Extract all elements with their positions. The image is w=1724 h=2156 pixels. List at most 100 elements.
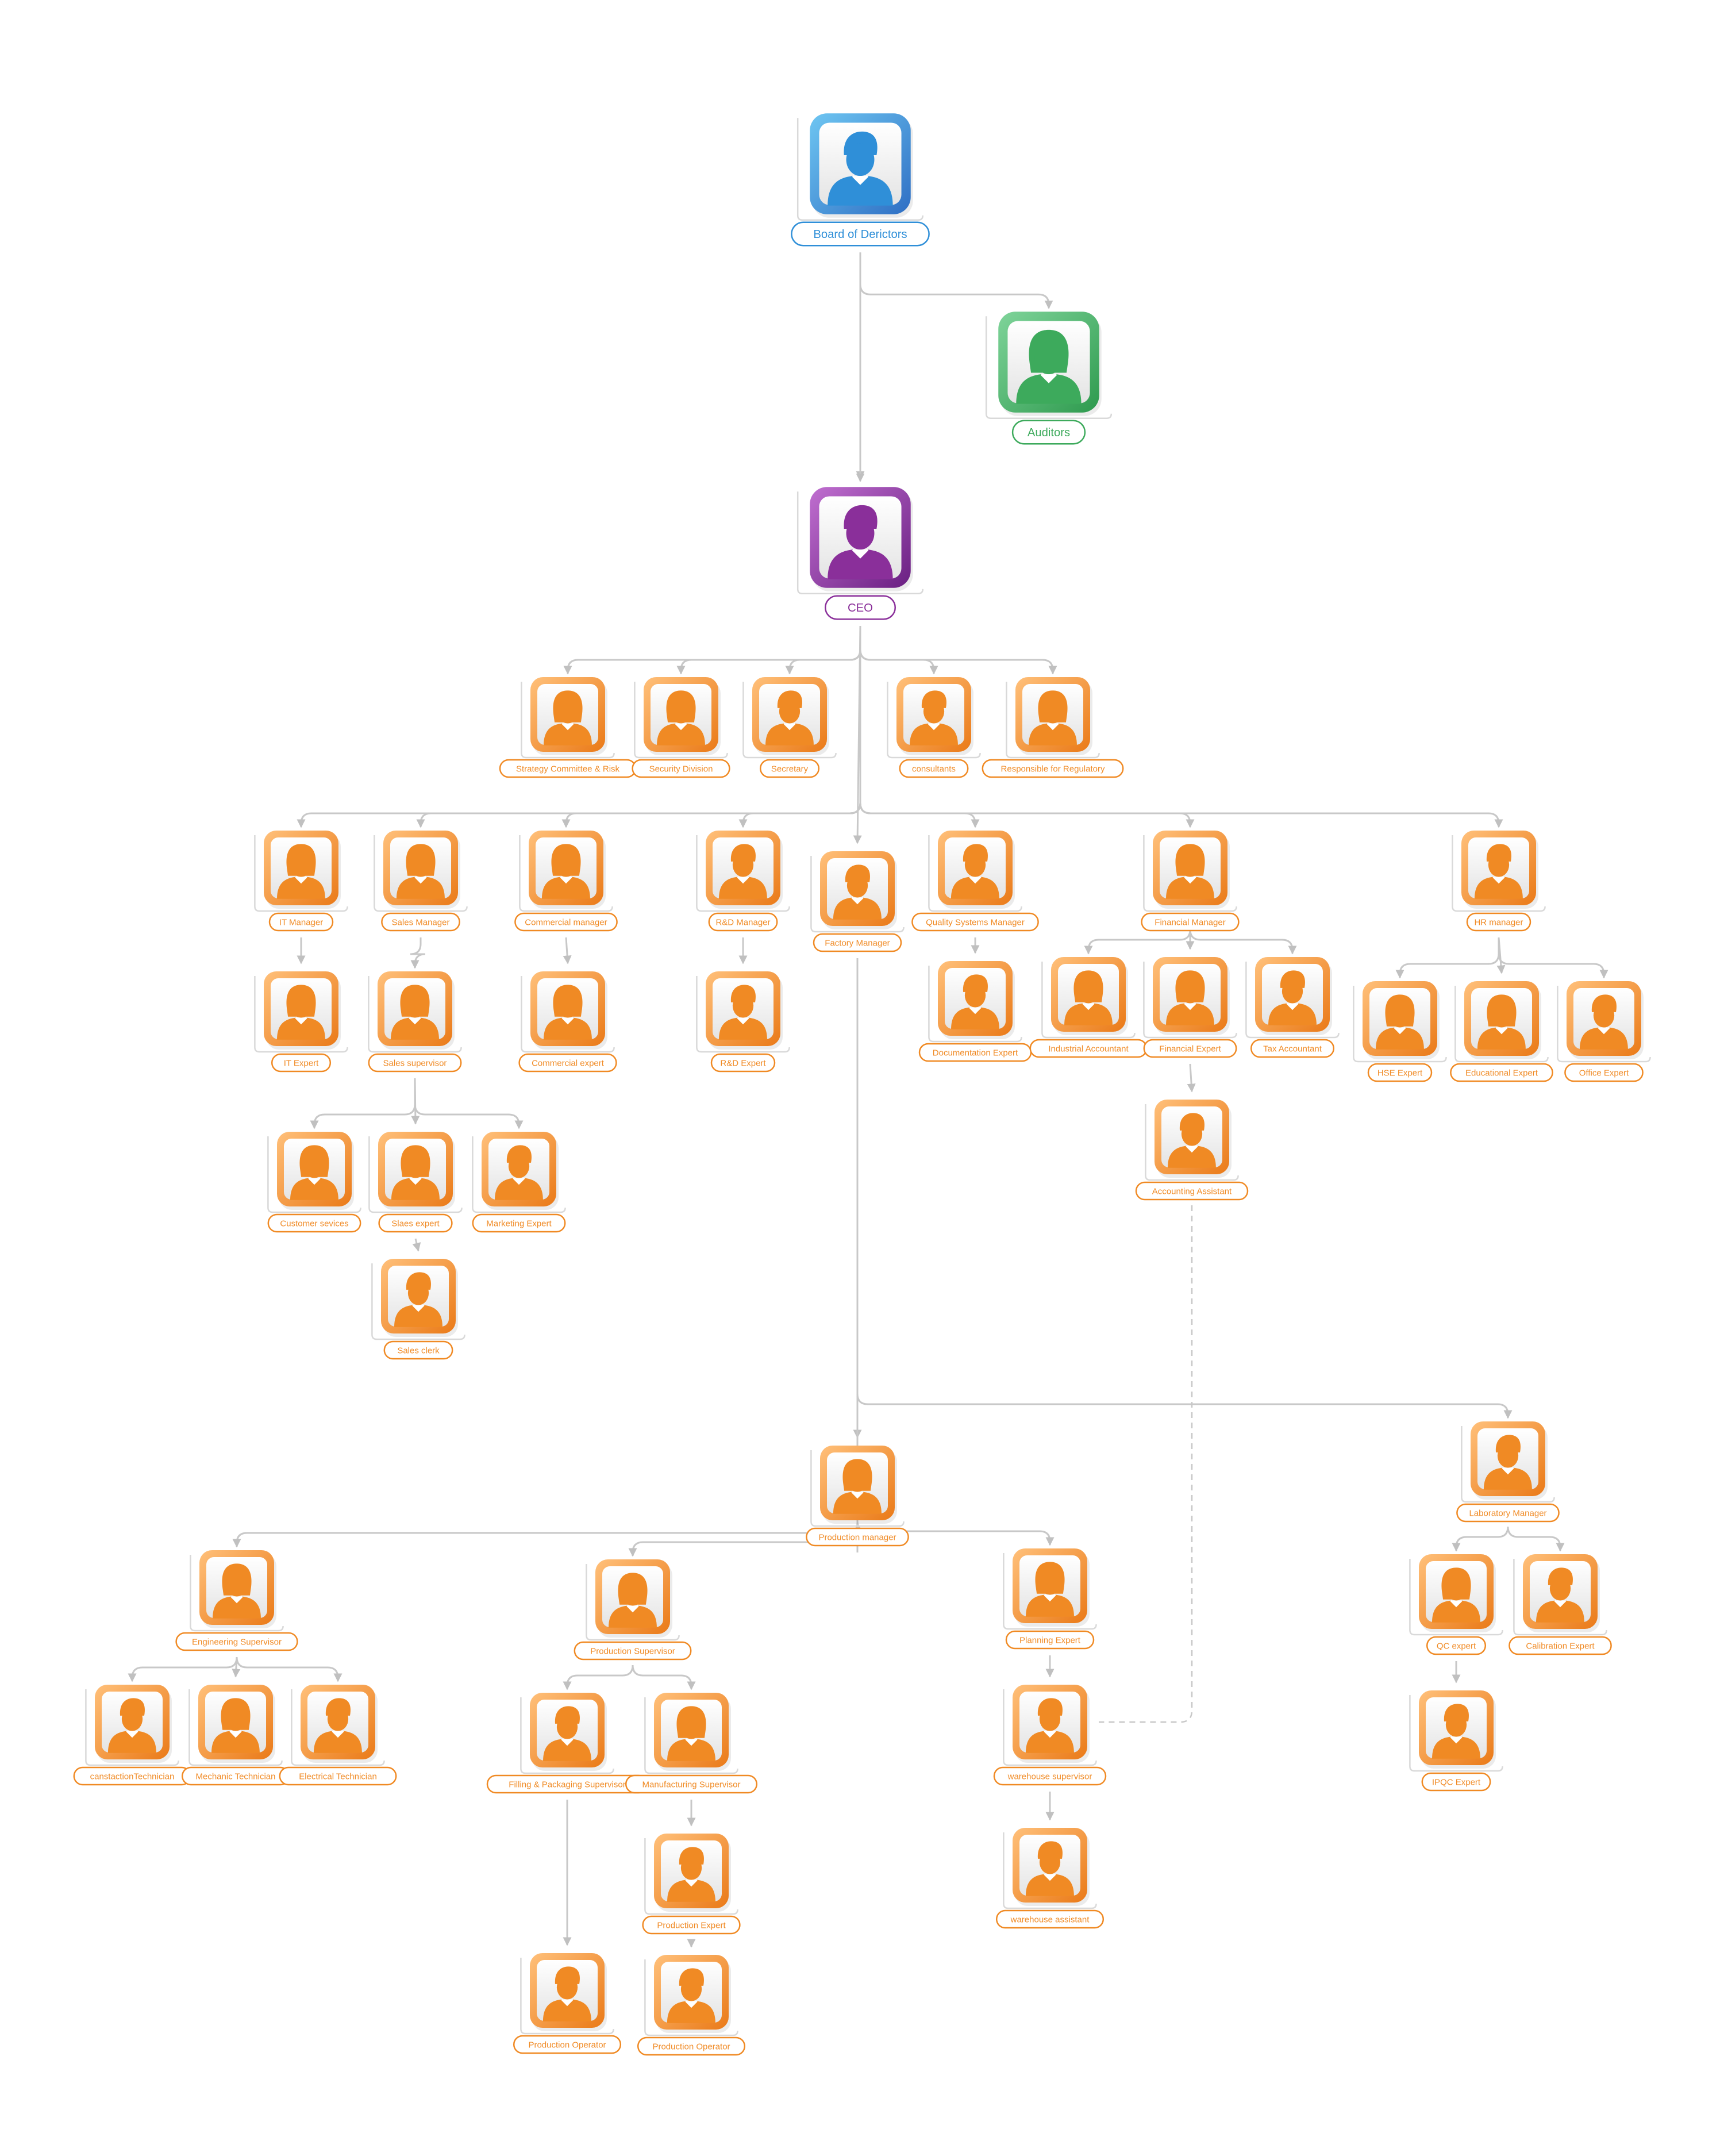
node-label-pill — [993, 1766, 1107, 1786]
node-laboratory-manager[interactable]: Laboratory Manager — [1456, 1421, 1560, 1523]
node-label-pill — [1426, 1636, 1487, 1655]
node-office-expert[interactable]: Office Expert — [1557, 981, 1651, 1082]
node-ipqc-expert[interactable]: IPQC Expert — [1409, 1690, 1503, 1792]
node-engineering-supervisor[interactable]: Engineering Supervisor — [175, 1550, 298, 1651]
node-factory-manager[interactable]: Factory Manager — [810, 851, 905, 952]
node-sales-supervisor[interactable]: Sales supervisor — [368, 971, 462, 1073]
node-commercial-expert[interactable]: Commercial expert — [518, 971, 617, 1073]
node-warehouse-supervisor[interactable]: warehouse supervisor — [993, 1685, 1107, 1786]
node-label-pill — [271, 1053, 332, 1073]
node-label: Board of Derictors — [813, 228, 907, 241]
node-regulatory[interactable]: Responsible for Regulatory — [982, 677, 1124, 778]
connector-board-to-auditors — [859, 252, 1053, 309]
node-label: QC expert — [1437, 1641, 1476, 1651]
node-hse-expert[interactable]: HSE Expert — [1353, 981, 1447, 1082]
node-electrical-technician[interactable]: Electrical Technician — [279, 1685, 397, 1786]
node-auditors[interactable]: Auditors — [985, 312, 1113, 445]
node-ceo[interactable]: CEO — [796, 487, 924, 620]
node-sales-manager[interactable]: Sales Manager — [374, 831, 468, 932]
node-tax-accountant[interactable]: Tax Accountant — [1245, 957, 1340, 1058]
node-label: consultants — [912, 764, 956, 774]
node-planning-expert[interactable]: Planning Expert — [1003, 1548, 1097, 1650]
person-icon — [1026, 1841, 1074, 1896]
node-accounting-assistant[interactable]: Accounting Assistant — [1135, 1100, 1249, 1201]
node-secretary[interactable]: Secretary — [742, 677, 837, 778]
node-strategy[interactable]: Strategy Committee & Risk — [499, 677, 637, 778]
node-production-supervisor[interactable]: Production Supervisor — [574, 1559, 692, 1661]
node-label: Manufacturing Supervisor — [642, 1780, 741, 1789]
node-production-operator-1[interactable]: Production Operator — [513, 1953, 622, 2054]
node-sales-clerk[interactable]: Sales clerk — [371, 1259, 465, 1360]
node-manufacturing-supervisor[interactable]: Manufacturing Supervisor — [625, 1693, 758, 1794]
node-label: Marketing Expert — [486, 1219, 552, 1228]
node-label-pill — [1421, 1772, 1491, 1792]
person-icon — [765, 690, 814, 745]
node-warehouse-assistant[interactable]: warehouse assistant — [995, 1828, 1105, 1929]
node-financial-manager[interactable]: Financial Manager — [1141, 831, 1240, 932]
person-icon — [1168, 1113, 1216, 1168]
node-production-expert[interactable]: Production Expert — [642, 1834, 741, 1935]
node-documentation-expert[interactable]: Documentation Expert — [918, 961, 1032, 1062]
node-mechanic-technician[interactable]: Mechanic Technician — [181, 1685, 290, 1786]
node-marketing-expert[interactable]: Marketing Expert — [472, 1132, 566, 1233]
node-qs-manager[interactable]: Quality Systems Manager — [911, 831, 1039, 932]
node-industrial-accountant[interactable]: Industrial Accountant — [1029, 957, 1148, 1058]
connector-ceo-to-security — [676, 626, 861, 675]
node-label: Laboratory Manager — [1469, 1508, 1546, 1518]
node-label-pill — [911, 912, 1039, 932]
node-qc-expert[interactable]: QC expert — [1409, 1554, 1503, 1655]
node-label-pill — [813, 933, 902, 952]
node-calibration-expert[interactable]: Calibration Expert — [1508, 1554, 1612, 1655]
node-label: Office Expert — [1579, 1068, 1629, 1078]
person-icon — [1026, 1698, 1074, 1753]
node-board[interactable]: Board of Derictors — [791, 113, 930, 247]
node-hr-manager[interactable]: HR manager — [1452, 831, 1546, 932]
node-rd-expert[interactable]: R&D Expert — [696, 971, 790, 1073]
node-slaes-expert[interactable]: Slaes expert — [368, 1132, 463, 1233]
node-commercial-manager[interactable]: Commercial manager — [514, 831, 618, 932]
person-icon — [314, 1698, 362, 1753]
node-it-manager[interactable]: IT Manager — [254, 831, 348, 932]
person-icon — [609, 1573, 657, 1628]
node-label: IT Expert — [284, 1058, 319, 1068]
node-label-pill — [995, 1909, 1105, 1929]
node-label: Security Division — [649, 764, 713, 774]
connector-production_supervisor-to-filling_supervisor — [563, 1665, 634, 1690]
node-customer-services[interactable]: Customer sevices — [267, 1132, 361, 1233]
node-construction-technician[interactable]: canstactionTechnician — [73, 1685, 191, 1786]
node-production-manager[interactable]: Production manager — [806, 1446, 909, 1547]
node-label: Sales Manager — [392, 917, 450, 927]
node-it-expert[interactable]: IT Expert — [254, 971, 348, 1073]
node-label: Filling & Packaging Supervisor — [509, 1780, 625, 1789]
node-educational-expert[interactable]: Educational Expert — [1450, 981, 1553, 1082]
node-label: Industrial Accountant — [1048, 1044, 1129, 1054]
person-icon — [951, 974, 999, 1029]
person-icon — [544, 985, 592, 1040]
node-label: Commercial expert — [532, 1058, 605, 1068]
person-icon — [719, 844, 767, 899]
node-consultants[interactable]: consultants — [887, 677, 981, 778]
person-icon — [1016, 329, 1082, 404]
person-icon — [1064, 970, 1113, 1025]
node-label: warehouse assistant — [1010, 1915, 1090, 1924]
connector-ceo-to-secretary — [785, 626, 861, 675]
person-icon — [828, 131, 893, 206]
node-filling-supervisor[interactable]: Filling & Packaging Supervisor — [486, 1693, 648, 1794]
person-icon — [1376, 994, 1424, 1050]
person-icon — [213, 1563, 261, 1619]
connector-ceo-to-regulatory — [859, 626, 1057, 675]
node-label: Production Operator — [528, 2040, 606, 2050]
person-icon — [211, 1698, 260, 1753]
node-financial-expert[interactable]: Financial Expert — [1143, 957, 1237, 1058]
person-icon — [108, 1698, 156, 1753]
person-icon — [833, 1459, 882, 1514]
node-production-operator-2[interactable]: Production Operator — [637, 1955, 746, 2056]
node-security[interactable]: Security Division — [632, 677, 730, 778]
node-label-pill — [899, 759, 969, 778]
node-label: Educational Expert — [1465, 1068, 1538, 1078]
connector-lines — [128, 252, 1608, 1948]
node-rd-manager[interactable]: R&D Manager — [696, 831, 790, 932]
node-label: warehouse supervisor — [1007, 1771, 1092, 1781]
connector-hr_manager-to-office_expert — [1498, 937, 1608, 979]
person-icon — [1477, 994, 1526, 1050]
